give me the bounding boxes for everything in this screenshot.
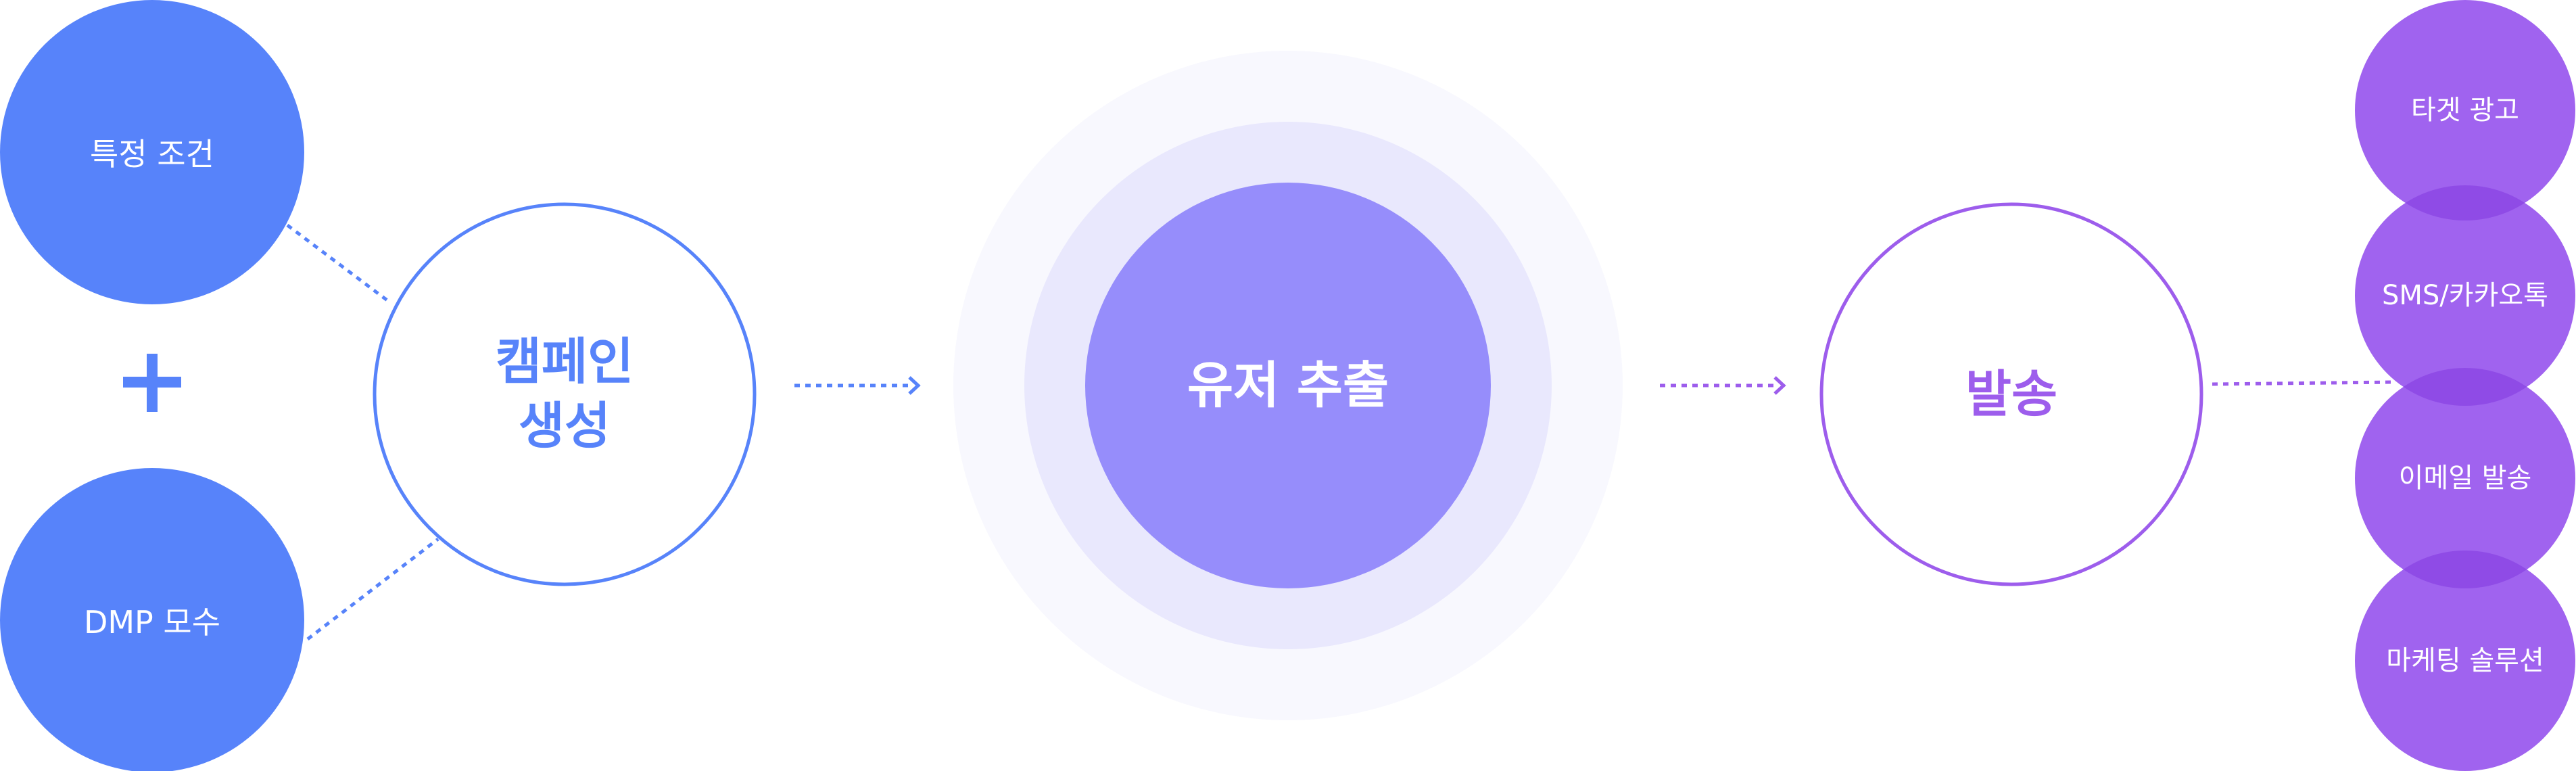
channel-label-marketing-solution: 마케팅 솔루션	[2386, 645, 2544, 676]
source-circle-specific-conditions	[0, 0, 304, 304]
dotted-arrow-right-icon	[1660, 376, 1786, 395]
channel-label-email: 이메일 발송	[2398, 463, 2532, 494]
channel-label-target-ads: 타겟 광고	[2411, 95, 2519, 126]
source-label-specific-conditions: 특정 조건	[90, 136, 214, 172]
connector-source-2	[306, 538, 439, 640]
connector-dispatch-channels	[2212, 380, 2394, 386]
campaign-circle	[373, 202, 757, 586]
channel-label-sms-kakao: SMS/카카오톡	[2382, 280, 2548, 311]
source-label-dmp-population: DMP 모수	[83, 604, 221, 640]
channel-circle-target-ads	[2355, 0, 2575, 220]
dispatch-label: 발송	[1965, 365, 2058, 423]
channel-circle-sms-kakao	[2355, 185, 2575, 406]
source-circle-dmp-population	[0, 468, 304, 771]
extraction-circle	[1085, 183, 1491, 588]
channel-circle-marketing-solution	[2355, 551, 2575, 771]
extraction-label: 유저 추출	[1187, 356, 1389, 415]
plus-icon	[123, 354, 181, 412]
campaign-label-line2: 생성	[518, 397, 611, 455]
campaign-label: 캠페인 생성	[429, 327, 700, 462]
dotted-arrow-right-icon	[794, 376, 921, 395]
channel-circle-email	[2355, 368, 2575, 588]
dispatch-circle	[1819, 202, 2203, 586]
connector-source-1	[286, 224, 392, 304]
campaign-label-line1: 캠페인	[495, 333, 634, 392]
